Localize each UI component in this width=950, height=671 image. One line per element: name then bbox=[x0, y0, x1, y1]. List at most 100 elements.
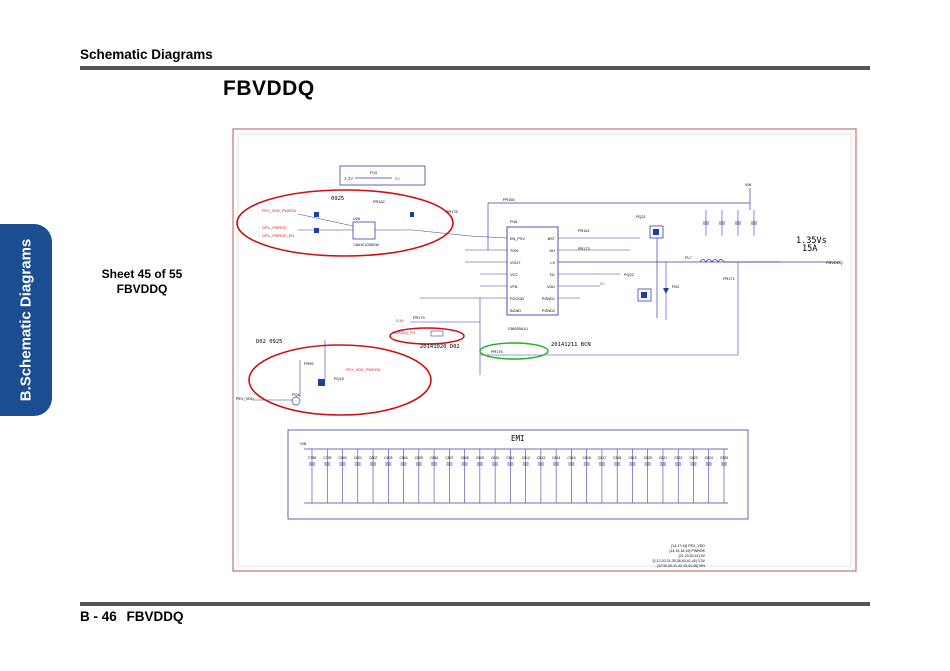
pr173-ref: PR173 bbox=[578, 247, 590, 251]
page-footer: B - 46 FBVDDQ bbox=[80, 609, 190, 624]
ic-pin-left: TON bbox=[510, 249, 518, 253]
pr161-ref: PR161 bbox=[578, 229, 590, 233]
pj4-block bbox=[339, 165, 426, 186]
wire bbox=[469, 235, 508, 239]
ic-pin-left: VCC bbox=[510, 273, 518, 277]
emi-cap-ref: C801 bbox=[354, 456, 362, 460]
emi-cap-ref: C811 bbox=[506, 456, 514, 460]
emi-cap-ref: C817 bbox=[598, 456, 606, 460]
net-gpu-pwrok: GPU_PWROK bbox=[262, 226, 287, 230]
ic-pin-right: BST bbox=[548, 237, 556, 241]
highlight-ellipse-pg bbox=[389, 327, 465, 345]
emi-cap-ref: C810 bbox=[491, 456, 499, 460]
hier-3: [21,23,30,41] 5V bbox=[679, 554, 706, 558]
emi-cap-ref: C813 bbox=[537, 456, 545, 460]
pq21-ref: PQ21 bbox=[636, 215, 646, 219]
pq4-ref: PQ4 bbox=[292, 393, 300, 397]
jumper bbox=[410, 212, 414, 217]
sheet-number: Sheet 45 of 55 bbox=[101, 267, 183, 281]
net-fbvddq-pg: FBVDDQ_PG bbox=[392, 331, 415, 335]
net-vin: VIN bbox=[745, 183, 752, 187]
emi-cap-ref: C815 bbox=[567, 456, 575, 460]
emi-cap-ref: C812 bbox=[522, 456, 530, 460]
net-33v-top: 3.3V bbox=[344, 176, 353, 181]
hier-2: [14,15,18,19] PWROK bbox=[669, 549, 705, 553]
mosfet-pq22-body bbox=[641, 292, 647, 298]
emi-cap-ref: C802 bbox=[369, 456, 377, 460]
note-output-voltage: 1.35Vs bbox=[796, 236, 827, 246]
note-date-bcn: 20141211 BCN bbox=[551, 342, 591, 348]
emi-cap-ref: C818 bbox=[613, 456, 621, 460]
schematic-inner-frame bbox=[237, 133, 852, 567]
emi-cap-ref: C821 bbox=[659, 456, 667, 460]
header-rule bbox=[80, 66, 870, 70]
hier-5: [12,30,40,41,42,43,44,45] VIN bbox=[657, 564, 705, 568]
footer-page-number: B - 46 bbox=[80, 609, 117, 624]
note-0925: 0925 bbox=[331, 196, 344, 202]
pq22-ref: PQ22 bbox=[624, 273, 634, 277]
ic-pin-right: PGND2 bbox=[542, 309, 555, 313]
net-5v: 5V bbox=[600, 282, 605, 286]
highlight-ellipse-transistor bbox=[248, 344, 432, 416]
ic-pin-left: PGOOD bbox=[510, 297, 524, 301]
emi-cap-ref: C823 bbox=[689, 456, 697, 460]
wire bbox=[412, 229, 471, 237]
and-gate-u26 bbox=[352, 221, 376, 240]
sheet-caption: Sheet 45 of 55 FBVDDQ bbox=[82, 267, 202, 297]
ic-pin-left: EN_PSV bbox=[510, 237, 525, 241]
net-fbvddq: FBVDDQ bbox=[826, 260, 843, 265]
emi-cap-ref: C809 bbox=[476, 456, 484, 460]
emi-cap-ref: C820 bbox=[644, 456, 652, 460]
pr171-ref: PR171 bbox=[723, 277, 735, 281]
hier-4: [2,12,20,31,35,38,40,41,44] 3.3V bbox=[653, 559, 706, 563]
u26-part: 74AHC1G08GW bbox=[353, 243, 380, 247]
mosfet-pq21 bbox=[649, 225, 664, 239]
emi-cap-ref: C805 bbox=[415, 456, 423, 460]
ic-pin-left: AGND bbox=[510, 309, 521, 313]
u26-ref: U26 bbox=[353, 217, 360, 221]
side-tab[interactable]: B.Schematic Diagrams bbox=[0, 224, 52, 416]
emi-cap-ref: C824 bbox=[705, 456, 713, 460]
ic-ref: PU6 bbox=[510, 220, 517, 224]
pl7-ref: PL7 bbox=[685, 256, 692, 260]
footer-rule bbox=[80, 602, 870, 606]
net-pex-vdd: PEX_VDD bbox=[236, 397, 254, 401]
pr162-ref: PR162 bbox=[373, 200, 385, 204]
sheet-name: FBVDDQ bbox=[116, 282, 168, 296]
wire bbox=[297, 213, 354, 227]
pq15-ref: PQ15 bbox=[334, 377, 344, 381]
net-vin-emi: VIN bbox=[300, 442, 307, 446]
emi-block bbox=[287, 429, 749, 520]
emi-cap-ref: C798 bbox=[308, 456, 316, 460]
emi-label: EMI bbox=[511, 434, 525, 443]
page-title: FBVDDQ bbox=[223, 77, 315, 100]
highlight-ellipse-green bbox=[479, 342, 549, 360]
transistor-pq4 bbox=[291, 396, 301, 406]
ic-pin-right: DH bbox=[550, 249, 556, 253]
note-d02-0925: D02 0925 bbox=[256, 339, 283, 345]
ic-pin-right: LX bbox=[550, 261, 555, 265]
emi-cap-ref: C816 bbox=[583, 456, 591, 460]
emi-cap-ref: C803 bbox=[384, 456, 392, 460]
mosfet-pq21-body bbox=[653, 229, 659, 235]
jumper bbox=[314, 212, 319, 217]
inductor-pl7 bbox=[699, 259, 725, 263]
net-pex-vdd-pwrgd: PEX_VDD_PWRGD bbox=[262, 209, 297, 213]
ic-pin-right: DL bbox=[550, 273, 555, 277]
emi-cap-ref: C822 bbox=[674, 456, 682, 460]
pr99-ref: PR99 bbox=[304, 362, 314, 366]
pd2-ref: PD2 bbox=[672, 285, 679, 289]
schematic-frame bbox=[232, 128, 857, 572]
pr175-ref: PR175 bbox=[491, 350, 503, 354]
emi-cap-ref: C814 bbox=[552, 456, 560, 460]
mosfet-pq22 bbox=[637, 288, 652, 302]
hier-1: [14,17,44] PEX_VDD bbox=[671, 544, 705, 548]
ic-pin-right: VDD bbox=[547, 285, 555, 289]
hierarchy-list: [14,17,44] PEX_VDD [14,15,18,19] PWROK [… bbox=[653, 544, 706, 568]
resistor bbox=[430, 330, 444, 337]
emi-cap-ref: C800 bbox=[339, 456, 347, 460]
